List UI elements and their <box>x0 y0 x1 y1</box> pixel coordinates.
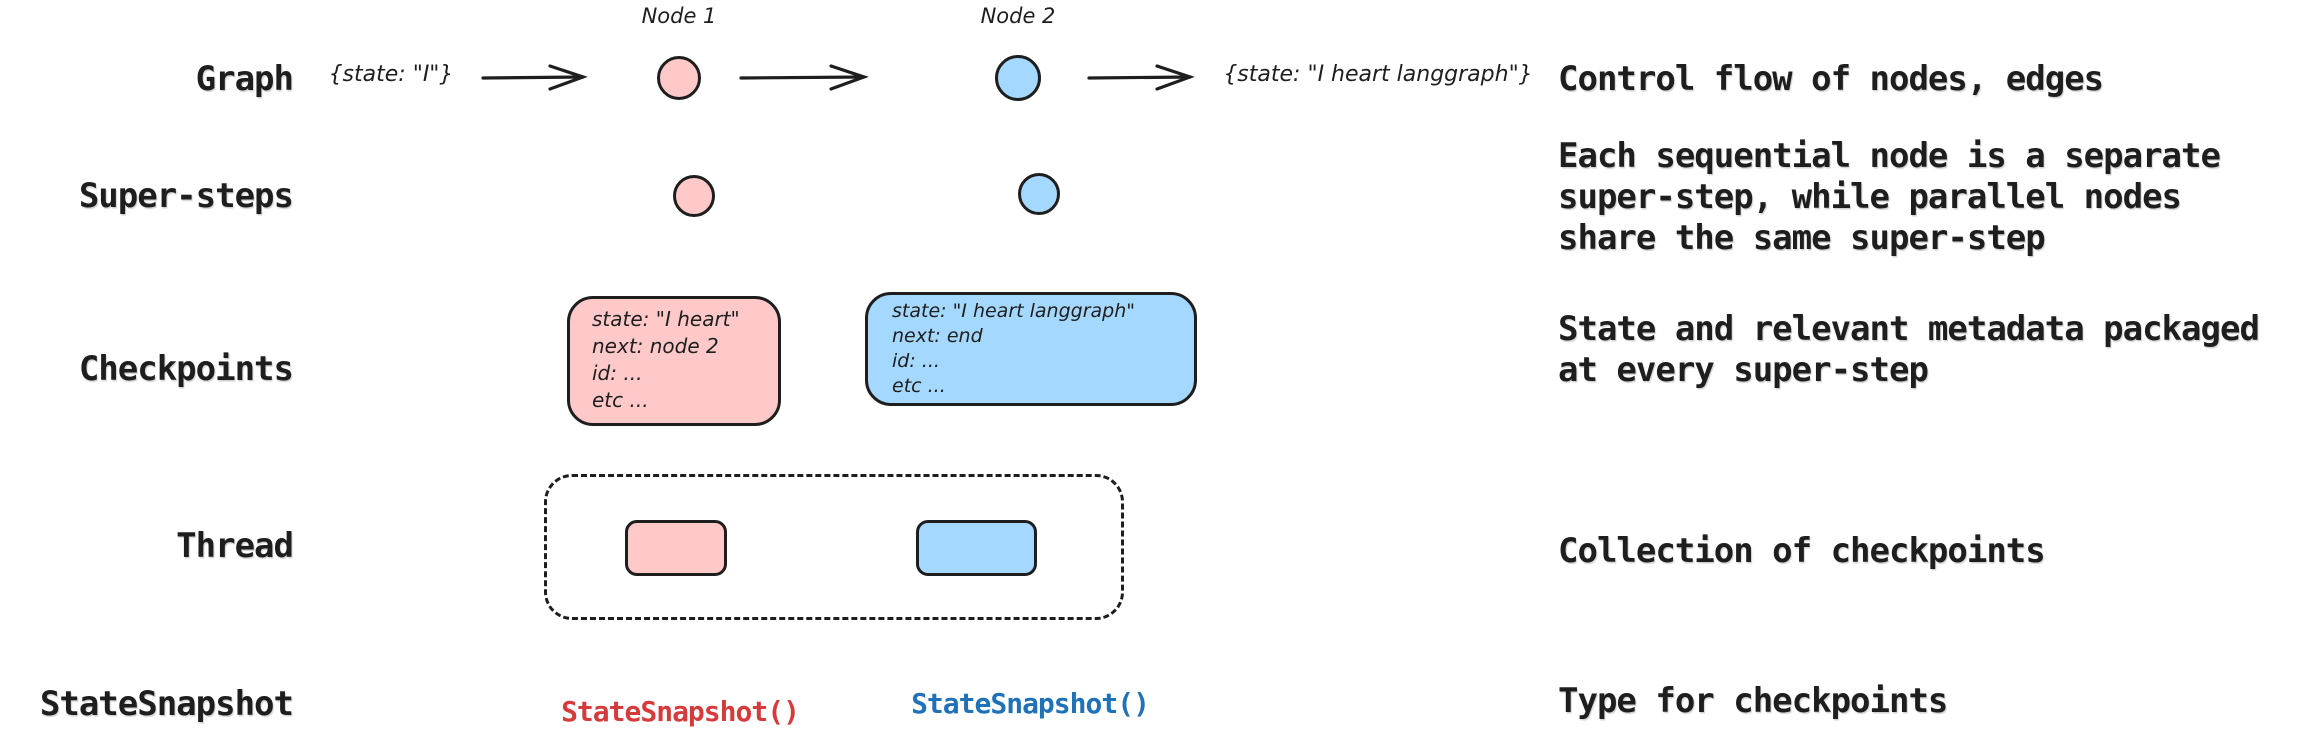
desc-graph: Control flow of nodes, edges <box>1558 59 2104 99</box>
node1-circle <box>657 56 701 100</box>
row-label-thread: Thread <box>176 526 294 566</box>
desc-checkpoints: State and relevant metadata packaged at … <box>1558 309 2260 390</box>
graph-input-state: {state: "I"} <box>328 62 454 87</box>
desc-super-steps: Each sequential node is a separate super… <box>1558 136 2221 258</box>
super-step-node2-circle <box>1018 173 1060 215</box>
row-label-statesnapshot: StateSnapshot <box>39 684 294 724</box>
statesnapshot-code-blue: StateSnapshot() <box>911 687 1150 720</box>
thread-boundary-box <box>544 474 1124 620</box>
row-label-super-steps: Super-steps <box>78 176 294 216</box>
thread-checkpoint-pink <box>625 520 727 576</box>
checkpoint-card-pink <box>567 296 781 426</box>
edge-arrow-input-to-node1 <box>481 64 588 91</box>
checkpoint-card-pink-text: state: "I heart" next: node 2 id: ... et… <box>592 307 740 412</box>
desc-statesnapshot: Type for checkpoints <box>1558 681 1948 721</box>
edge-arrow-node1-to-node2 <box>739 64 869 91</box>
checkpoint-card-blue <box>865 292 1197 406</box>
node1-label: Node 1 <box>641 4 717 28</box>
row-label-checkpoints: Checkpoints <box>78 349 294 389</box>
statesnapshot-code-pink: StateSnapshot() <box>561 695 800 728</box>
graph-output-state: {state: "I heart langgraph"} <box>1223 62 1533 87</box>
row-label-graph: Graph <box>195 59 294 99</box>
super-step-node1-circle <box>673 175 715 217</box>
node2-circle <box>995 55 1041 101</box>
node2-label: Node 2 <box>980 4 1056 28</box>
thread-checkpoint-blue <box>916 520 1037 576</box>
edge-arrow-node2-to-output <box>1087 64 1195 91</box>
checkpoint-card-blue-text: state: "I heart langgraph" next: end id:… <box>892 300 1136 397</box>
desc-thread: Collection of checkpoints <box>1558 531 2046 571</box>
